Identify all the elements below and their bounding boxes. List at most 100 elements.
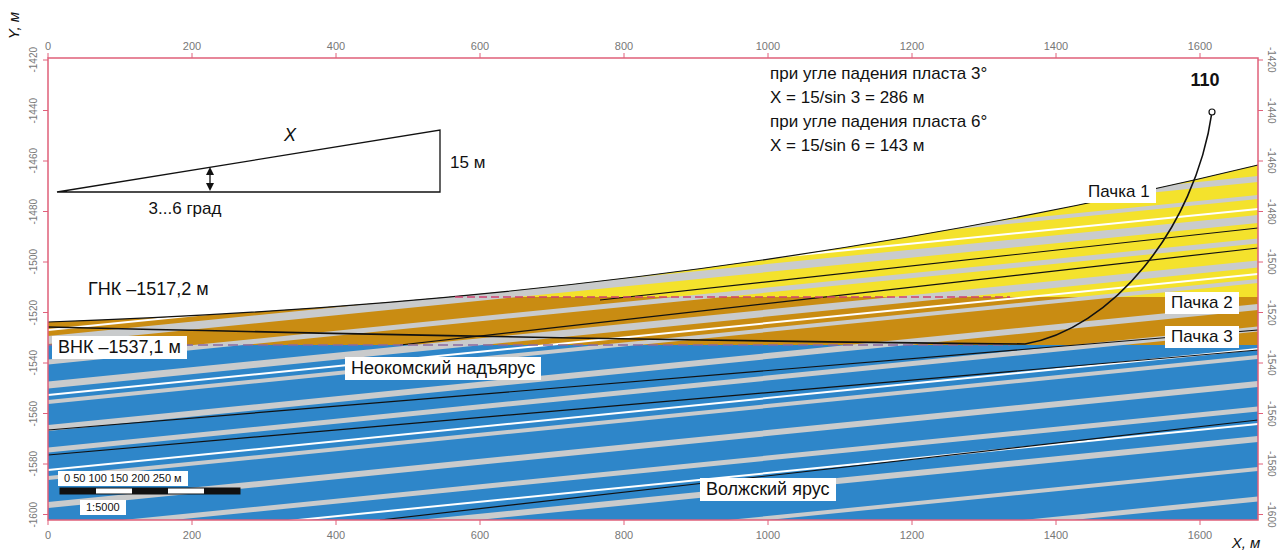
axis-tick-label: 200 <box>183 40 201 53</box>
axis-tick <box>1258 60 1263 61</box>
axis-tick <box>1258 363 1263 364</box>
axis-tick-label: 1600 <box>1188 40 1212 53</box>
axis-tick <box>43 363 48 364</box>
contact-label: ГНК –1517,2 м <box>88 279 209 300</box>
note: при угле падения пласта 3° <box>770 64 987 84</box>
dimension: 15 м <box>450 153 485 173</box>
axis-tick <box>1258 312 1263 313</box>
axis-tick-label: -1480 <box>28 199 40 225</box>
axis-tick <box>480 520 481 525</box>
axis-tick <box>480 53 481 58</box>
axis-tick <box>1056 520 1057 525</box>
stratum-label: Волжский ярус <box>700 478 836 501</box>
axis-tick-label: 1000 <box>756 529 780 542</box>
axis-tick-label: -1600 <box>1265 502 1277 528</box>
axis-tick-label: 1000 <box>756 40 780 53</box>
axis-tick <box>43 464 48 465</box>
axis-tick <box>1258 110 1263 111</box>
axis-tick-label: -1540 <box>28 350 40 376</box>
axis-tick-label: -1460 <box>28 148 40 174</box>
axis-tick <box>1200 520 1201 525</box>
stratum-label: Неокомский надъярус <box>345 357 541 380</box>
axis-tick <box>336 53 337 58</box>
axis-tick-label: -1500 <box>1265 249 1277 275</box>
axis-tick <box>1258 161 1263 162</box>
axis-tick-label: -1500 <box>28 249 40 275</box>
axis-tick-label: -1420 <box>28 47 40 73</box>
axis-tick-label: 800 <box>615 529 633 542</box>
well-trajectory <box>48 112 1212 344</box>
axis-tick-label: 1400 <box>1044 40 1068 53</box>
axis-tick-label: 200 <box>183 529 201 542</box>
axis-tick-label: 1600 <box>1188 529 1212 542</box>
axis-tick <box>43 413 48 414</box>
axis-tick <box>1258 211 1263 212</box>
axis-tick <box>43 312 48 313</box>
axis-tick-label: -1460 <box>1265 148 1277 174</box>
dimension: X <box>284 125 296 146</box>
axis-tick <box>192 53 193 58</box>
axis-tick <box>912 520 913 525</box>
formula: X = 15/sin 6 = 143 м <box>770 136 924 156</box>
axis-tick-label: -1560 <box>1265 401 1277 427</box>
axis-tick <box>1258 262 1263 263</box>
axis-tick-label: 400 <box>327 529 345 542</box>
axis-tick-label: -1560 <box>28 401 40 427</box>
axis-tick <box>768 520 769 525</box>
axis-tick-label: 0 <box>45 529 51 542</box>
axis-tick <box>912 53 913 58</box>
pack-label: Пачка 2 <box>1165 292 1239 314</box>
axis-tick <box>768 53 769 58</box>
axis-tick-label: -1600 <box>28 502 40 528</box>
scale-bar <box>60 488 240 494</box>
axis-tick <box>192 520 193 525</box>
scale-text: 1:5000 <box>80 500 126 515</box>
axis-tick <box>43 161 48 162</box>
axis-tick-label: 600 <box>471 40 489 53</box>
pack-label: Пачка 3 <box>1165 326 1239 348</box>
axis-tick <box>48 53 49 58</box>
axis-tick <box>1258 464 1263 465</box>
well-number: 110 <box>1190 70 1219 91</box>
axis-tick <box>1056 53 1057 58</box>
axis-tick <box>1258 413 1263 414</box>
axis-tick <box>624 520 625 525</box>
reservoir-layers <box>48 58 1258 556</box>
axis-tick <box>43 110 48 111</box>
axis-tick-label: 1200 <box>900 40 924 53</box>
axis-tick-label: -1520 <box>28 300 40 326</box>
axis-title: Y, м <box>5 12 22 39</box>
vnk-line <box>48 344 1010 346</box>
axis-tick <box>624 53 625 58</box>
contact-label: ВНК –1537,1 м <box>52 336 187 359</box>
axis-tick-label: -1580 <box>28 451 40 477</box>
axis-tick <box>48 520 49 525</box>
gnk-line <box>455 296 1010 298</box>
axis-tick-label: 600 <box>471 529 489 542</box>
axis-tick-label: -1580 <box>1265 451 1277 477</box>
axis-tick <box>43 514 48 515</box>
axis-tick <box>43 60 48 61</box>
axis-tick <box>43 211 48 212</box>
axis-tick-label: 0 <box>45 40 51 53</box>
formula: X = 15/sin 3 = 286 м <box>770 88 924 108</box>
axis-tick-label: -1480 <box>1265 199 1277 225</box>
axis-tick-label: 800 <box>615 40 633 53</box>
axis-tick-label: 1200 <box>900 529 924 542</box>
axis-tick <box>336 520 337 525</box>
dip-triangle <box>57 130 440 192</box>
plot-frame <box>48 58 1258 520</box>
axis-tick-label: -1520 <box>1265 300 1277 326</box>
axis-tick-label: -1440 <box>1265 98 1277 124</box>
axis-title: X, м <box>1232 534 1261 551</box>
pack-label: Пачка 1 <box>1082 181 1156 203</box>
dimension: 3...6 град <box>149 199 222 219</box>
axis-tick-label: -1540 <box>1265 350 1277 376</box>
axis-tick-label: 400 <box>327 40 345 53</box>
axis-tick-label: 1400 <box>1044 529 1068 542</box>
axis-tick <box>1200 53 1201 58</box>
axis-tick <box>43 262 48 263</box>
scale-text: 0 50 100 150 200 250 м <box>58 471 188 486</box>
axis-tick <box>1258 514 1263 515</box>
axis-tick-label: -1440 <box>28 98 40 124</box>
